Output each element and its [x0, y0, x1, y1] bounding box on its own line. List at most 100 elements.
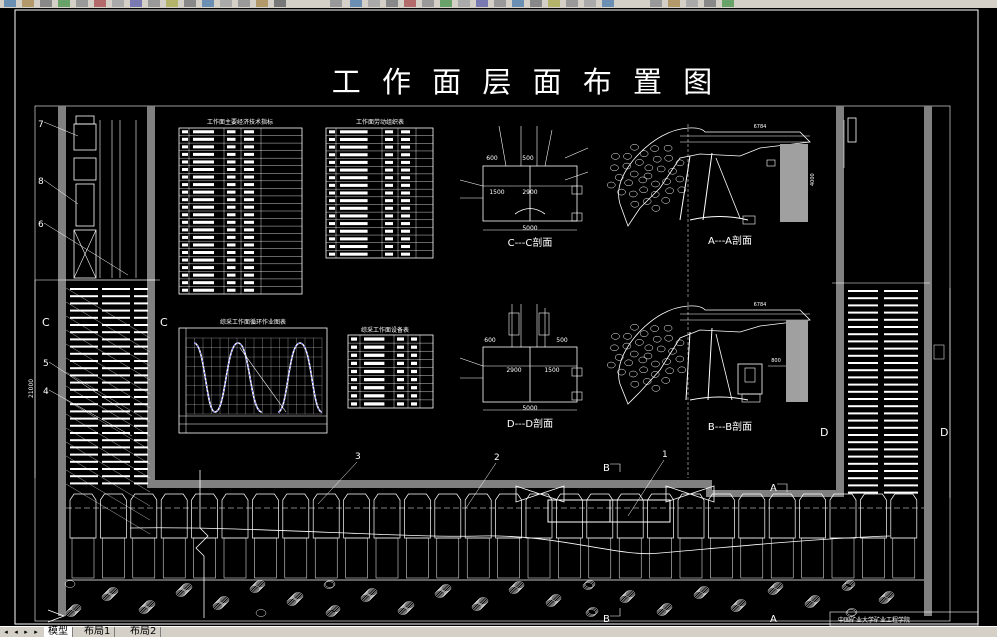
cell-text: [329, 183, 335, 187]
support-bar: [884, 484, 918, 487]
layout-tab-bar: ◂ ◂ ▸ ▸ 模型 布局1 布局2: [0, 626, 997, 637]
cycle-line: [239, 347, 287, 413]
rock: [662, 358, 671, 365]
rock: [398, 606, 410, 614]
toolbar-button[interactable]: [584, 0, 596, 7]
toolbar-button[interactable]: [274, 0, 286, 7]
section-b-bottom: B: [603, 614, 610, 625]
pillar-aa: [780, 144, 808, 222]
cell-text: [385, 245, 393, 249]
cell-text: [364, 345, 385, 349]
rock: [216, 598, 228, 606]
tab-model[interactable]: 模型: [44, 627, 73, 637]
toolbar-button[interactable]: [386, 0, 398, 7]
shield-top: [69, 493, 97, 539]
toolbar-button[interactable]: [686, 0, 698, 7]
rock: [363, 591, 375, 599]
cell-text: [397, 386, 404, 390]
toolbar-button[interactable]: [256, 0, 268, 7]
rock: [656, 608, 668, 616]
nav-first-icon[interactable]: ◂: [4, 628, 8, 636]
section-c-left: C: [42, 316, 50, 329]
cell-text: [385, 145, 393, 149]
support-bar: [134, 424, 148, 427]
rock: [642, 198, 652, 205]
shield-top: [130, 493, 158, 539]
toolbar-button[interactable]: [512, 0, 524, 7]
rock: [69, 605, 81, 613]
toolbar-button[interactable]: [76, 0, 88, 7]
support-bar: [70, 396, 98, 398]
support-bar: [134, 417, 148, 420]
cell-text: [244, 137, 254, 141]
support-bar: [848, 304, 878, 307]
toolbar-button[interactable]: [112, 0, 124, 7]
toolbar-button[interactable]: [704, 0, 716, 7]
support-bar: [134, 468, 148, 470]
cell-text: [340, 168, 368, 172]
drawing-canvas[interactable]: 工 作 面 层 面 布 置 图 7 8 6 5 4 C C 21000 D D …: [0, 8, 997, 627]
toolbar-button[interactable]: [602, 0, 614, 7]
toolbar-button[interactable]: [148, 0, 160, 7]
nav-next-icon[interactable]: ▸: [24, 628, 28, 636]
cell-text: [364, 402, 385, 406]
toolbar-button[interactable]: [548, 0, 560, 7]
toolbar-button[interactable]: [668, 0, 680, 7]
support-bar: [848, 477, 878, 480]
toolbar-button[interactable]: [566, 0, 578, 7]
support-bar: [102, 288, 130, 290]
toolbar-button[interactable]: [22, 0, 34, 7]
toolbar-button[interactable]: [220, 0, 232, 7]
toolbar-button[interactable]: [330, 0, 342, 7]
toolbar-button[interactable]: [58, 0, 70, 7]
rock: [843, 581, 855, 589]
support-bar: [102, 331, 130, 334]
support-bar: [848, 297, 878, 300]
toolbar-button[interactable]: [650, 0, 662, 7]
toolbar-button[interactable]: [350, 0, 362, 7]
toolbar-button[interactable]: [722, 0, 734, 7]
rock: [436, 588, 448, 596]
support-bar: [848, 326, 878, 328]
toolbar-button[interactable]: [94, 0, 106, 7]
toolbar-button[interactable]: [404, 0, 416, 7]
rock: [881, 593, 893, 601]
toolbar-button[interactable]: [458, 0, 470, 7]
toolbar-button[interactable]: [238, 0, 250, 7]
cell-text: [182, 228, 188, 232]
toolbar-button[interactable]: [202, 0, 214, 7]
toolbar-button[interactable]: [4, 0, 16, 7]
cell-text: [385, 183, 393, 187]
cell-text: [385, 176, 393, 180]
cell-text: [227, 266, 236, 270]
tab-layout2[interactable]: 布局2: [126, 627, 162, 637]
toolbar-button[interactable]: [184, 0, 196, 7]
toolbar-button[interactable]: [422, 0, 434, 7]
tab-layout1[interactable]: 布局1: [80, 627, 116, 637]
cell-text: [227, 281, 236, 285]
cad-drawing[interactable]: 工 作 面 层 面 布 置 图 7 8 6 5 4 C C 21000 D D …: [0, 8, 997, 627]
rock: [677, 366, 687, 374]
section-dd-label: D---D剖面: [507, 417, 553, 430]
toolbar-button[interactable]: [130, 0, 142, 7]
support-bar: [102, 338, 130, 341]
nav-last-icon[interactable]: ▸: [34, 628, 38, 636]
toolbar-button[interactable]: [494, 0, 506, 7]
rock: [251, 583, 263, 591]
support-bar: [70, 331, 98, 334]
toolbar-button[interactable]: [440, 0, 452, 7]
rock: [652, 155, 662, 163]
toolbar-button[interactable]: [40, 0, 52, 7]
toolbar-button[interactable]: [368, 0, 380, 7]
support-bar: [102, 417, 130, 420]
support-bar: [70, 309, 98, 312]
rock: [104, 590, 116, 598]
support-bar: [884, 398, 918, 400]
toolbar-button[interactable]: [476, 0, 488, 7]
diag-line: [65, 441, 151, 493]
toolbar-button[interactable]: [166, 0, 178, 7]
nav-prev-icon[interactable]: ◂: [14, 628, 18, 636]
cell-text: [182, 205, 188, 209]
cell-text: [193, 130, 214, 134]
toolbar-button[interactable]: [530, 0, 542, 7]
